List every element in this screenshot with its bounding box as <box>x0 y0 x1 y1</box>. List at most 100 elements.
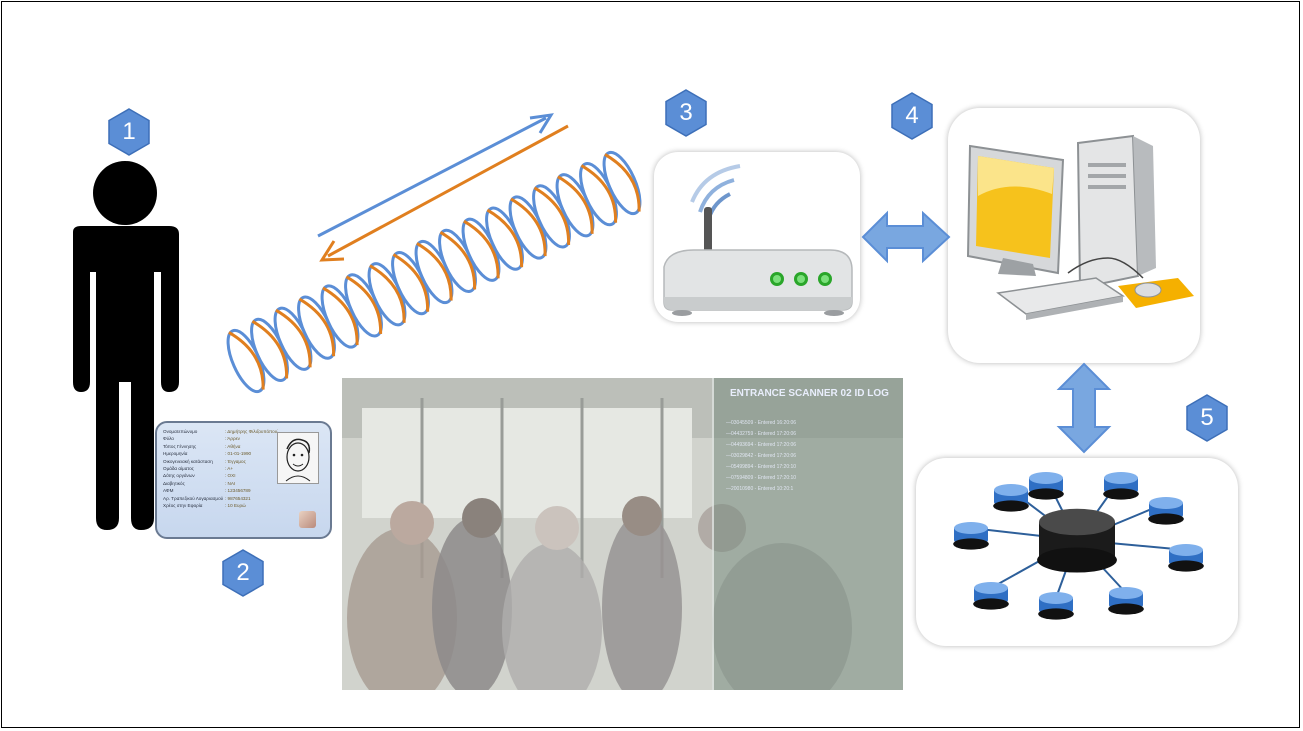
database-node-icon <box>953 522 989 550</box>
database-node-icon <box>1108 587 1144 615</box>
outgoing-arrow <box>317 116 547 238</box>
scanner-log-row: —04432759 - Entered 17:20:06 <box>726 431 797 437</box>
database-node-icon <box>1028 472 1064 500</box>
id-card-field-label: Αρ. Τραπεζικού Λογαριασμού <box>163 495 224 501</box>
coil-loop-front <box>486 208 524 268</box>
database-node-icon <box>1168 544 1204 572</box>
step-badge-label: 4 <box>905 102 919 129</box>
id-card-row: Τόπος Γέννησης : Αθήνα <box>163 443 278 450</box>
step-badge-5: 5 <box>1182 393 1232 443</box>
coil-loop-front <box>251 320 289 379</box>
database-node-icon <box>1103 472 1139 500</box>
id-card-row: Δότης οργάνων: ΟΧΙ <box>163 472 278 479</box>
id-card-row: Χρέος στην Εφορία : 10 Ευρώ <box>163 502 278 509</box>
network-tile <box>916 458 1238 646</box>
incoming-arrow <box>327 124 569 258</box>
coil-loop-front <box>580 164 618 223</box>
computer-network-link <box>1056 362 1112 454</box>
id-card-field-label: Διαβητικός <box>163 480 185 486</box>
video-still: ENTRANCE SCANNER 02 ID LOG —03045509 - E… <box>342 378 903 690</box>
id-card-field-label: Χρέος στην Εφορία <box>163 503 203 509</box>
id-card-field-label: Τόπος Γέννησης <box>163 443 197 449</box>
id-card-field-value: : ΟΧΙ <box>225 473 236 479</box>
coil-loop-front <box>369 264 406 323</box>
scanner-log-row: —04493694 - Entered 17:20:06 <box>726 442 797 448</box>
id-card-row: ΑΦΜ: 123456789 <box>163 487 278 494</box>
id-card-row: Οικογενειακή κατάσταση : Έγγαμος <box>163 458 278 465</box>
incoming-arrowhead <box>319 240 345 262</box>
coil-loop-front <box>463 219 500 279</box>
scanner-log-row: —03045509 - Entered 16:20:06 <box>726 420 797 426</box>
step-badge-label: 3 <box>679 99 693 126</box>
double-arrow-icon <box>1056 362 1112 454</box>
central-server-icon <box>1037 508 1117 573</box>
id-card-field-label: ΑΦΜ <box>163 488 174 494</box>
id-card-row: Αρ. Τραπεζικού Λογαριασμού: 987654321 <box>163 495 278 502</box>
id-card-icon: Ονοματεπώνυμο: Δημήτρης ΦιλιζουπόπουλοςΦ… <box>155 421 332 539</box>
step-badge-label: 5 <box>1200 404 1214 431</box>
wireless-router-icon <box>663 164 853 316</box>
id-card-row: Ονοματεπώνυμο : Δημήτρης Φιλιζουπόπουλος <box>163 428 278 435</box>
step-badge-2: 2 <box>218 548 268 598</box>
id-card-field-label: Ομάδα αίματος <box>163 466 194 472</box>
id-card-row: Φύλο : Άρρεν <box>163 435 278 442</box>
database-node-icon <box>973 582 1009 610</box>
coil-loop-front <box>228 331 265 390</box>
scanner-log-row: —07594809 - Entered 17:20:10 <box>726 475 797 481</box>
database-node-icon <box>1038 592 1074 620</box>
coil-loop-front <box>298 297 336 357</box>
scanner-log-row: —03029842 - Entered 17:20:06 <box>726 453 797 459</box>
database-network-icon <box>953 472 1204 620</box>
person-silhouette-icon <box>73 161 179 530</box>
step-badge-label: 2 <box>236 559 250 586</box>
id-card-row: Ημερομηνία : 01-01-1990 <box>163 450 278 457</box>
id-card-row: Ομάδα αίματος : A+ <box>163 465 278 472</box>
id-card-field-value: : Έγγαμος <box>225 458 246 464</box>
coil-loop-front <box>392 253 430 312</box>
computer-tile <box>948 108 1200 363</box>
coil-loop-front <box>557 175 594 234</box>
id-card-field-value: : Άρρεν <box>225 436 240 442</box>
coil-loop-front <box>439 231 477 290</box>
id-card-field-value: : A+ <box>225 466 234 472</box>
step-badge-label: 1 <box>122 118 136 145</box>
scanner-log-panel: ENTRANCE SCANNER 02 ID LOG —03045509 - E… <box>712 378 903 690</box>
database-node-icon <box>993 484 1029 512</box>
coil-loop-front <box>510 197 547 257</box>
id-card-rows: Ονοματεπώνυμο: Δημήτρης ΦιλιζουπόπουλοςΦ… <box>163 428 278 509</box>
scanner-log-row: —20010980 - Entered 10:20:1 <box>726 486 794 492</box>
coil-loop-front <box>345 275 383 334</box>
step-badge-1: 1 <box>104 107 154 157</box>
router-tile <box>654 152 860 322</box>
id-card-field-label: Οικογενειακή κατάσταση <box>163 458 213 464</box>
id-card-field-label: Φύλο <box>163 436 174 442</box>
step-badge-4: 4 <box>887 91 937 141</box>
coil-loop-front <box>275 308 312 368</box>
coil-loop-front <box>533 186 571 245</box>
face-portrait-icon <box>277 432 319 484</box>
desktop-computer-icon <box>966 134 1194 320</box>
scanner-log-row: —05499894 - Entered 17:20:10 <box>726 464 797 470</box>
outgoing-arrowhead <box>529 113 554 134</box>
coil-loop <box>602 150 642 216</box>
id-card-field-value: : 01-01-1990 <box>225 451 252 457</box>
step-badge-3: 3 <box>661 88 711 138</box>
coil-loop-front <box>416 242 453 301</box>
id-card-field-value: : Δημήτρης Φιλιζουπόπουλος <box>225 429 278 434</box>
double-arrow-icon <box>861 210 951 264</box>
scanner-log-title: ENTRANCE SCANNER 02 ID LOG <box>730 388 889 399</box>
scanner-log-rows: —03045509 - Entered 16:20:06 —04432759 - … <box>726 418 896 495</box>
id-card-field-value: : 987654321 <box>225 495 251 501</box>
id-card-field-label: Ονοματεπώνυμο <box>163 429 198 434</box>
coil-loop-front <box>322 286 359 346</box>
id-card-field-value: : Αθήνα <box>225 443 241 449</box>
coil-loop-front <box>604 153 641 212</box>
id-card-field-label: Ημερομηνία <box>163 451 188 457</box>
id-card-row: Διαβητικός : ΝΑΙ <box>163 480 278 487</box>
id-card-field-value: : ΝΑΙ <box>225 480 236 486</box>
router-computer-link <box>861 210 951 264</box>
card-chip-icon <box>299 511 316 528</box>
id-card-field-value: : 10 Ευρώ <box>225 503 246 509</box>
